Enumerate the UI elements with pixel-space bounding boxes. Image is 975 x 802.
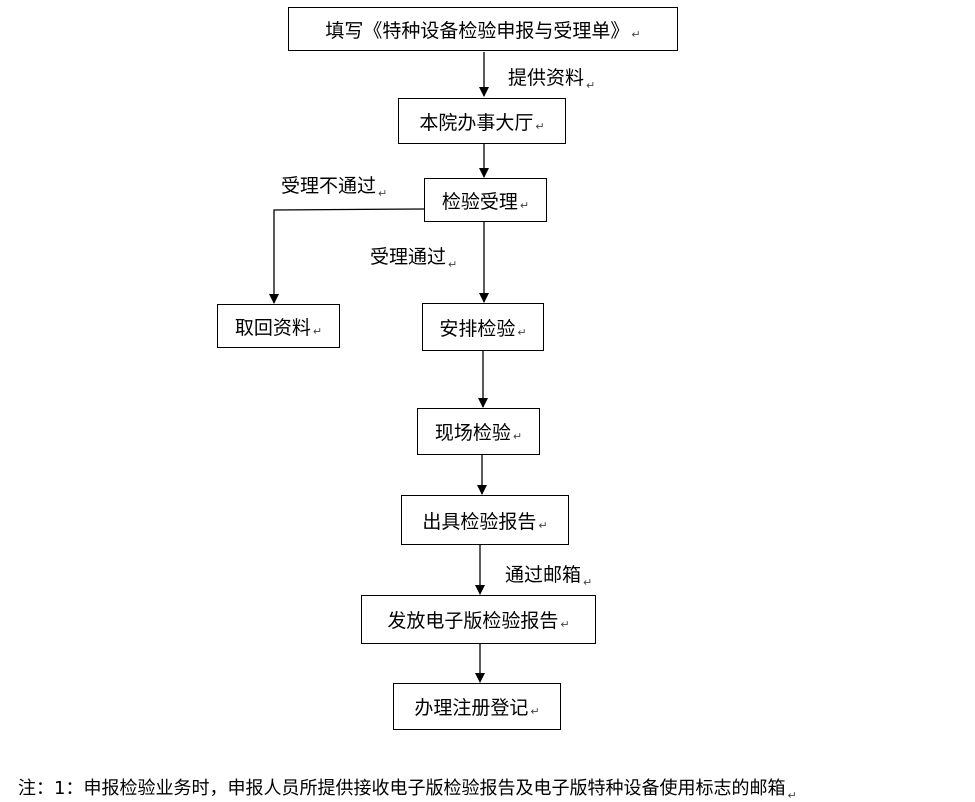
paragraph-mark: ↵ [517, 325, 527, 339]
edge-label-via-email: 通过邮箱↵ [505, 564, 593, 589]
paragraph-mark: ↵ [787, 789, 797, 802]
edge-label-provide-materials: 提供资料↵ [508, 67, 596, 92]
paragraph-mark: ↵ [538, 518, 548, 532]
node-acceptance: 检验受理↵ [424, 178, 547, 222]
node-fill-form-label: 填写《特种设备检验申报与受理单》 [325, 19, 630, 42]
edge-label-rejected: 受理不通过↵ [281, 175, 388, 200]
node-arrange-label: 安排检验 [439, 317, 516, 340]
node-onsite: 现场检验↵ [417, 408, 540, 455]
footnote: 注：1：申报检验业务时，申报人员所提供接收电子版检验报告及电子版特种设备使用标志… [18, 774, 797, 802]
paragraph-mark: ↵ [378, 187, 388, 200]
paragraph-mark: ↵ [560, 618, 570, 631]
paragraph-mark: ↵ [535, 119, 545, 133]
node-fill-form: 填写《特种设备检验申报与受理单》↵ [288, 7, 678, 51]
node-acceptance-label: 检验受理 [441, 190, 518, 213]
node-retrieve-label: 取回资料 [234, 316, 311, 339]
node-register-label: 办理注册登记 [414, 697, 529, 719]
node-register: 办理注册登记↵ [393, 683, 561, 730]
footnote-text: 注：1：申报检验业务时，申报人员所提供接收电子版检验报告及电子版特种设备使用标志… [18, 778, 786, 799]
paragraph-mark: ↵ [586, 79, 596, 92]
paragraph-mark: ↵ [312, 324, 323, 338]
node-report: 出具检验报告↵ [401, 495, 569, 545]
node-onsite-label: 现场检验 [434, 422, 511, 444]
node-office-hall: 本院办事大厅↵ [398, 98, 566, 144]
edge-label-accepted: 受理通过↵ [370, 246, 458, 271]
paragraph-mark: ↵ [530, 705, 540, 718]
arrow-acceptance-to-retrieve [269, 208, 425, 304]
node-arrange: 安排检验↵ [422, 303, 544, 351]
paragraph-mark: ↵ [519, 198, 530, 212]
node-e-report-label: 发放电子版检验报告 [387, 610, 559, 632]
node-retrieve: 取回资料↵ [217, 304, 340, 348]
paragraph-mark: ↵ [583, 576, 593, 589]
paragraph-mark: ↵ [631, 27, 641, 41]
node-report-label: 出具检验报告 [422, 510, 537, 533]
node-e-report: 发放电子版检验报告↵ [361, 595, 596, 644]
paragraph-mark: ↵ [512, 430, 523, 443]
paragraph-mark: ↵ [448, 258, 458, 271]
node-office-hall-label: 本院办事大厅 [419, 111, 534, 134]
